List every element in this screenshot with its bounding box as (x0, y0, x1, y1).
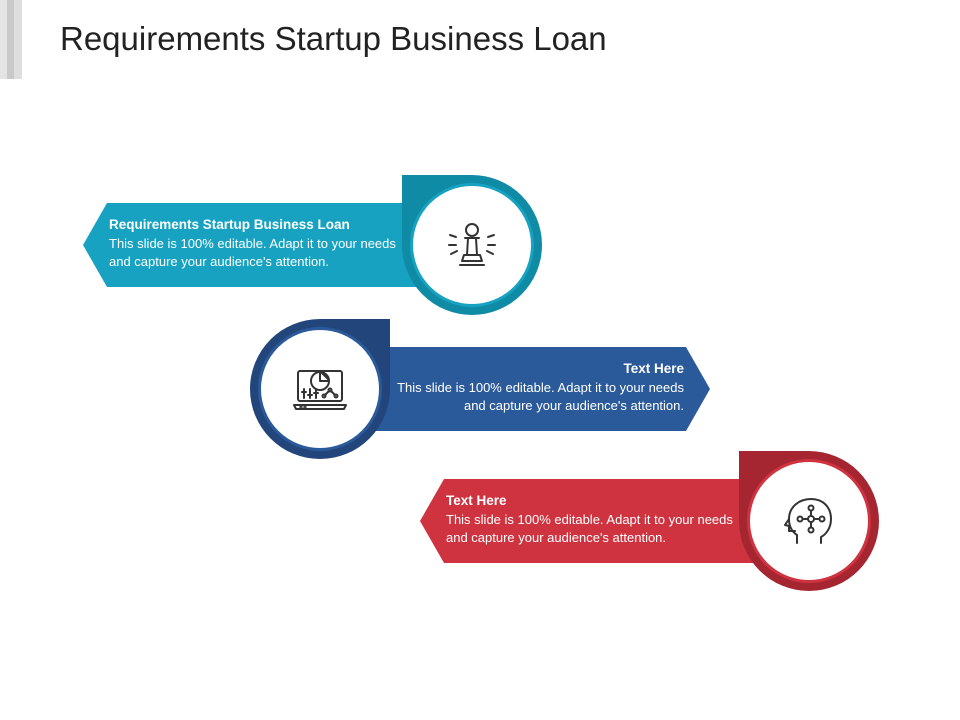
item-2-body: This slide is 100% editable. Adapt it to… (397, 380, 684, 413)
page-title: Requirements Startup Business Loan (60, 20, 607, 57)
chess-pawn-icon (448, 223, 496, 266)
item-2-text: Text Here This slide is 100% editable. A… (384, 360, 684, 415)
item-2-heading: Text Here (623, 361, 684, 376)
item-1-text: Requirements Startup Business Loan This … (109, 216, 409, 271)
item-1-body: This slide is 100% editable. Adapt it to… (109, 236, 396, 269)
item-1-banner (83, 203, 443, 287)
item-1-ring (402, 175, 542, 315)
item-2-ring (250, 319, 390, 459)
head-network-icon (784, 498, 832, 544)
item-2-banner (330, 347, 710, 431)
item-3-ring (739, 451, 879, 591)
item-3-body: This slide is 100% editable. Adapt it to… (446, 512, 733, 545)
item-3-heading: Text Here (446, 493, 507, 508)
item-3-text: Text Here This slide is 100% editable. A… (446, 492, 746, 547)
title-accent-bar (0, 0, 22, 79)
item-1-heading: Requirements Startup Business Loan (109, 217, 350, 232)
laptop-analytics-icon (293, 370, 347, 410)
item-3-banner (420, 479, 780, 563)
